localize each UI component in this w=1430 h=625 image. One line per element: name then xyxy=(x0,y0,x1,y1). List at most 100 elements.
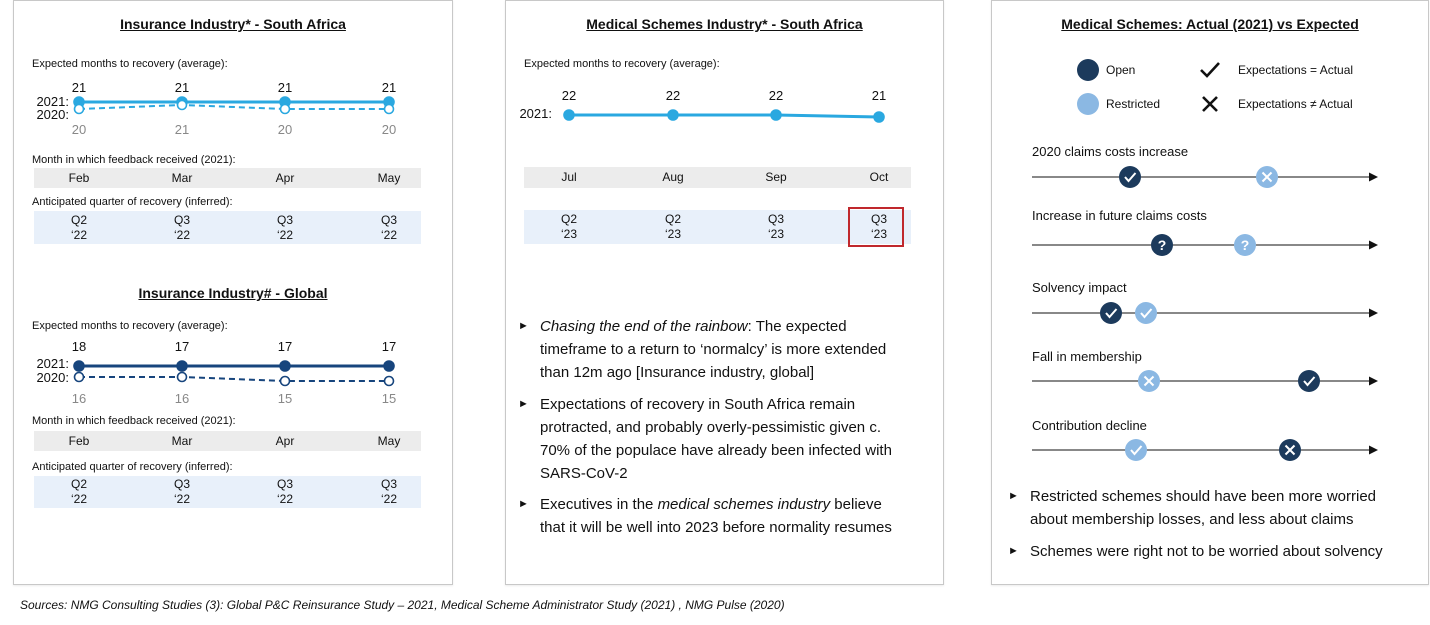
data-point-2021 xyxy=(279,360,291,372)
quarter-label-global: Anticipated quarter of recovery (inferre… xyxy=(32,461,233,473)
quarter-band-global xyxy=(34,476,421,508)
bullet-item: ►Expectations of recovery in South Afric… xyxy=(518,393,933,483)
data-point-2021 xyxy=(176,360,188,372)
bullet-text: Restricted schemes should have been more… xyxy=(1030,485,1376,531)
year-label: ‘22 xyxy=(276,228,293,242)
open-marker xyxy=(1279,439,1301,461)
data-label-2020: 21 xyxy=(175,122,189,137)
data-point-2020 xyxy=(383,375,395,387)
month-cell: Feb xyxy=(68,434,90,448)
month-band xyxy=(34,168,421,188)
month-cell: Oct xyxy=(869,170,889,184)
year-label: ‘22 xyxy=(173,492,190,506)
data-label-2020: 20 xyxy=(382,122,396,137)
quarter-cell: Q3‘22 xyxy=(359,213,419,243)
year-label: ‘23 xyxy=(767,227,784,241)
quarter-cell: Q2‘22 xyxy=(49,477,109,507)
bullet-line: about membership losses, and less about … xyxy=(1030,511,1354,528)
check-icon xyxy=(1200,62,1220,78)
question-icon: ? xyxy=(1241,237,1250,253)
quarter-label: Q3 xyxy=(380,477,397,491)
month-cell: Mar xyxy=(171,434,193,448)
data-point-2020 xyxy=(73,371,85,383)
data-label-2021: 18 xyxy=(72,339,86,354)
series-axis-label: 2021: xyxy=(519,106,552,121)
bullet-line: Schemes were right not to be worried abo… xyxy=(1030,543,1383,560)
bullet-line: protracted, and probably overly-pessimis… xyxy=(540,419,881,436)
quarter-cell: Q2‘23 xyxy=(539,212,599,242)
restricted-marker xyxy=(1256,166,1278,188)
month-cell: Apr xyxy=(275,434,295,448)
data-label-2021: 21 xyxy=(175,80,189,95)
data-label-2020: 15 xyxy=(382,391,396,406)
row-label: 2020 claims costs increase xyxy=(1032,144,1189,159)
year-label: ‘22 xyxy=(70,228,87,242)
close-icon xyxy=(1261,171,1273,183)
close-icon xyxy=(1143,375,1155,387)
quarter-band xyxy=(34,211,421,244)
check-icon xyxy=(1130,445,1143,456)
bullet-item: ►Schemes were right not to be worried ab… xyxy=(1008,540,1418,590)
panel-title: Medical Schemes: Actual (2021) vs Expect… xyxy=(1061,16,1359,32)
open-marker: ? xyxy=(1151,234,1173,256)
year-label: ‘22 xyxy=(173,228,190,242)
quarter-cell: Q3‘23 xyxy=(849,212,909,242)
data-label-2021: 22 xyxy=(562,88,576,103)
bullet-text: Executives in the medical schemes indust… xyxy=(540,493,892,539)
data-label-2021: 17 xyxy=(382,339,396,354)
month-cell: Feb xyxy=(68,171,90,185)
quarter-label: Q3 xyxy=(276,213,293,227)
check-icon xyxy=(1105,308,1118,319)
month-cell: Aug xyxy=(662,170,684,184)
quarter-label: Q2 xyxy=(664,212,681,226)
source-note: Sources: NMG Consulting Studies (3): Glo… xyxy=(20,598,785,612)
month-cell: Apr xyxy=(275,171,295,185)
open-dot xyxy=(1298,370,1320,392)
year-label: ‘23 xyxy=(870,227,887,241)
quarter-label: Q2 xyxy=(70,477,87,491)
arrow-head xyxy=(1369,376,1378,386)
close-icon xyxy=(1284,444,1296,456)
bullet-line: than 12m ago [Insurance industry, global… xyxy=(540,364,815,381)
open-dot xyxy=(1151,234,1173,256)
legend-neq-label: Expectations ≠ Actual xyxy=(1238,97,1353,111)
quarter-cell: Q3‘22 xyxy=(152,477,212,507)
bullet-line: timeframe to a return to ‘normalcy’ is m… xyxy=(540,341,887,358)
month-cell: Mar xyxy=(171,171,193,185)
quarter-band xyxy=(524,210,911,244)
quarter-label: Q3 xyxy=(380,213,397,227)
month-cell: Jul xyxy=(561,170,577,184)
data-label-2020: 20 xyxy=(278,122,292,137)
row-label: Contribution decline xyxy=(1032,418,1147,433)
bullet-fragment: Expectations of recovery in South Africa… xyxy=(540,396,856,413)
arrow-head xyxy=(1369,240,1378,250)
restricted-marker xyxy=(1138,370,1160,392)
bullet-fragment: believe xyxy=(830,496,882,513)
bullet-text: Schemes were right not to be worried abo… xyxy=(1030,540,1383,563)
data-point-2020 xyxy=(176,371,188,383)
bullet-line: SARS-CoV-2 xyxy=(540,465,628,482)
bullet-text: Chasing the end of the rainbow: The expe… xyxy=(540,315,886,384)
panel-title-global: Insurance Industry# - Global xyxy=(138,285,328,301)
quarter-label: Anticipated quarter of recovery (inferre… xyxy=(32,196,233,208)
quarter-label: Q3 xyxy=(173,477,190,491)
quarter-cell: Q2‘22 xyxy=(49,213,109,243)
insurance-sa-panel: Insurance Industry* - South Africa Expec… xyxy=(13,0,453,585)
bullet-fragment: Chasing the end of the rainbow xyxy=(540,318,748,335)
data-point-2020 xyxy=(176,99,188,111)
quarter-cell: Q3‘23 xyxy=(746,212,806,242)
data-point-2020 xyxy=(73,103,85,115)
restricted-dot xyxy=(1135,302,1157,324)
restricted-dot xyxy=(1125,439,1147,461)
data-point-2021 xyxy=(563,109,575,121)
open-marker xyxy=(1298,370,1320,392)
row-label: Fall in membership xyxy=(1032,349,1142,364)
open-marker xyxy=(1100,302,1122,324)
bullet-marker: ► xyxy=(518,498,529,510)
feedback-label-global: Month in which feedback received (2021): xyxy=(32,415,236,427)
data-label-2020: 16 xyxy=(72,391,86,406)
restricted-marker: ? xyxy=(1234,234,1256,256)
months-label: Expected months to recovery (average): xyxy=(32,58,228,70)
